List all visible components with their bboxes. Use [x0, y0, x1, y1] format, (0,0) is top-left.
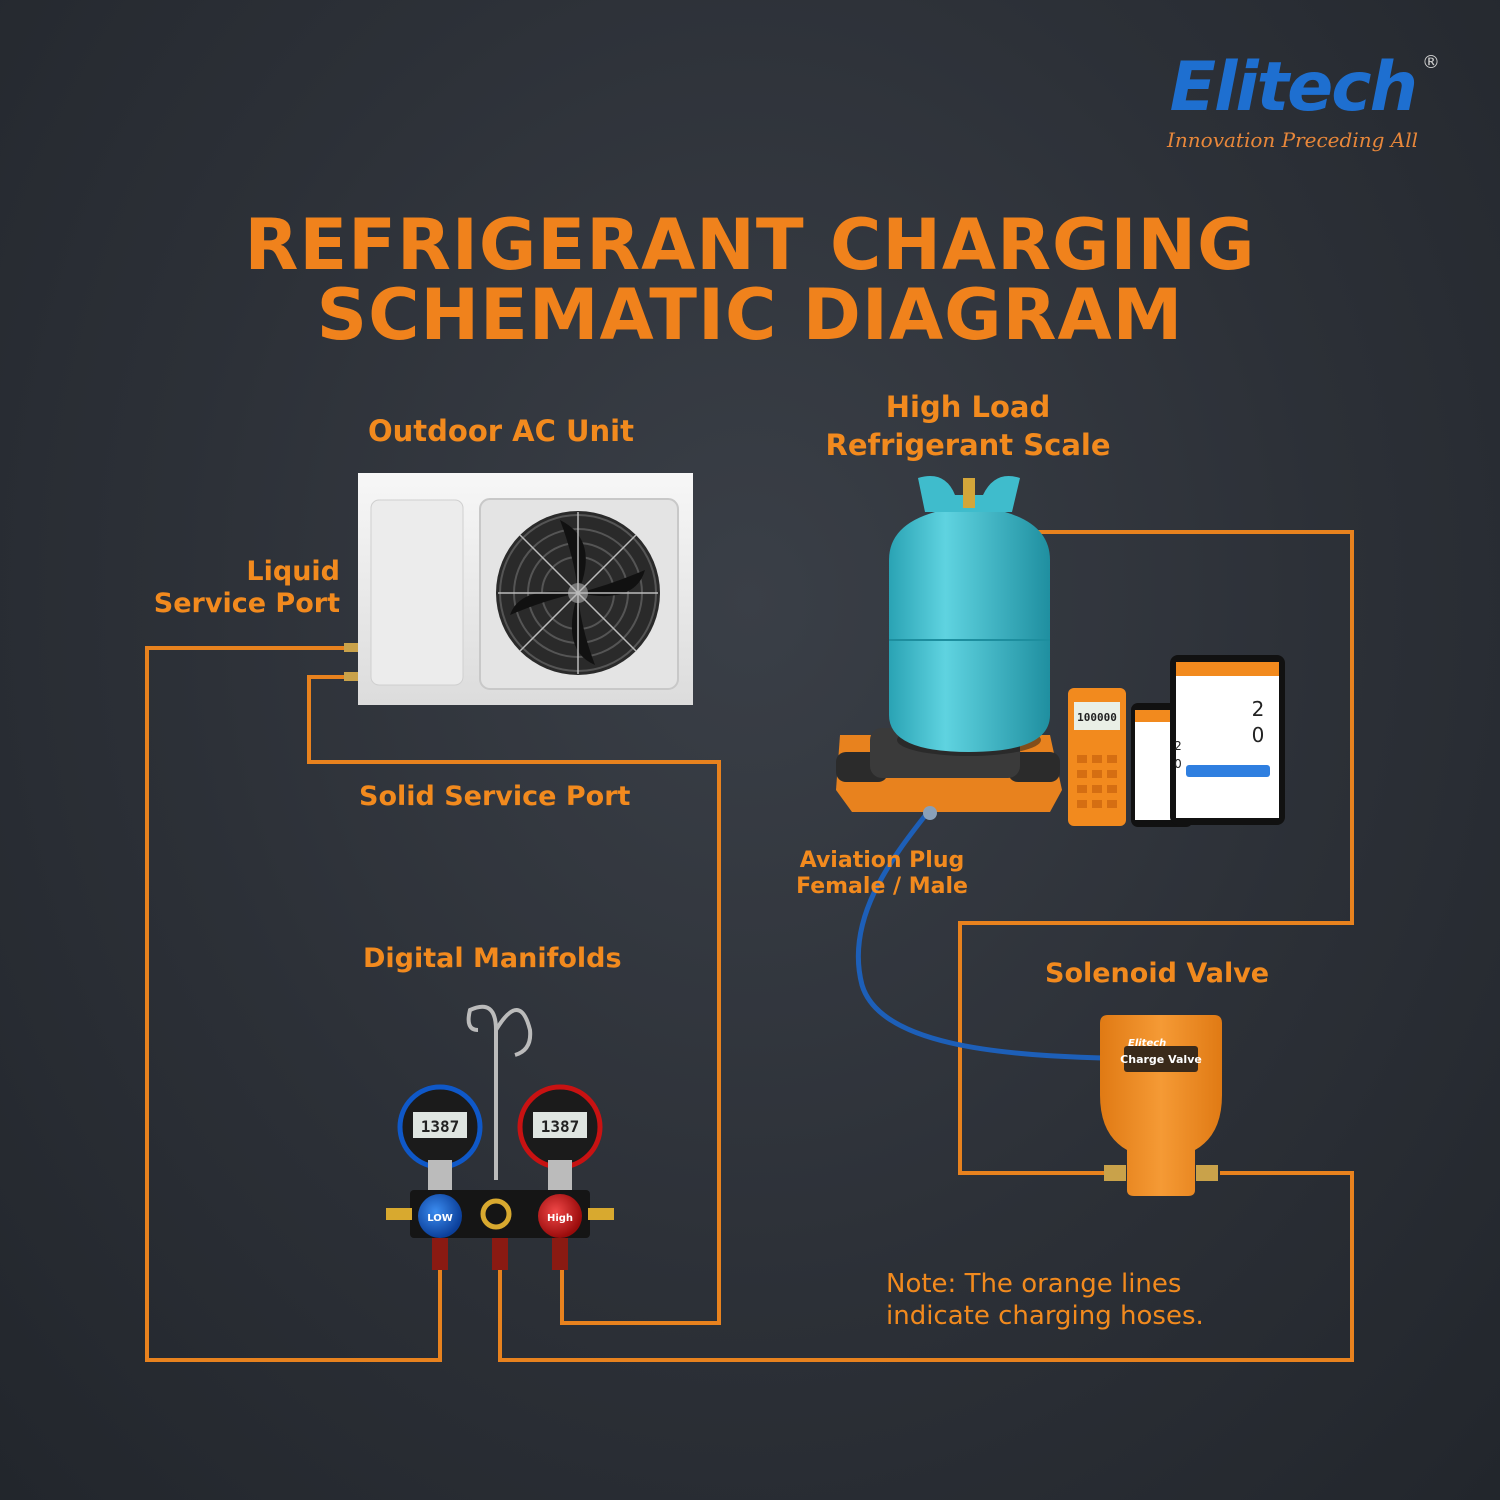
label-aviation-line-1: Aviation Plug: [799, 848, 965, 873]
charging-hoses: [145, 520, 1354, 1362]
high-gauge: [517, 1084, 603, 1190]
hose-solid-port: [307, 675, 721, 1325]
title-line-1: REFRIGERANT CHARGING: [244, 204, 1256, 286]
label-solid-service-port: Solid Service Port: [359, 781, 631, 812]
label-refrigerant-scale: High Load Refrigerant Scale: [798, 388, 1138, 464]
label-solenoid-valve: Solenoid Valve: [1045, 958, 1270, 989]
fan-icon: [496, 511, 660, 675]
page-title: REFRIGERANT CHARGING SCHEMATIC DIAGRAM: [0, 210, 1500, 350]
note-line-2: indicate charging hoses.: [886, 1301, 1204, 1331]
manifold-icon: [386, 1004, 614, 1270]
low-gauge: [397, 1084, 483, 1190]
hose-liquid-port: [145, 646, 442, 1362]
label-scale-line-1: High Load: [885, 390, 1051, 424]
label-scale-line-2: Refrigerant Scale: [825, 428, 1111, 462]
valve-label: Charge Valve: [1120, 1053, 1202, 1066]
label-aviation-plug: Aviation Plug Female / Male: [796, 848, 968, 900]
note-line-1: Note: The orange lines: [886, 1269, 1182, 1299]
label-liquid-line-2: Service Port: [153, 588, 340, 619]
scale-remote-display: [1068, 688, 1126, 826]
tablet-value-2: 0: [1252, 723, 1265, 747]
label-aviation-line-2: Female / Male: [796, 874, 968, 899]
phone-value-2: 0: [1174, 757, 1182, 771]
label-digital-manifolds: Digital Manifolds: [363, 943, 622, 974]
refrigerant-cylinder-icon: [889, 476, 1050, 756]
valve-brand: Elitech: [1128, 1038, 1166, 1049]
scale-display-reading: 100000: [1077, 711, 1117, 724]
tablet-icon: [1170, 655, 1285, 825]
label-liquid-service-port: Liquid Service Port: [140, 556, 340, 620]
brand-tagline: Innovation Preceding All: [1166, 128, 1418, 152]
brand-name: Elitech: [1169, 48, 1418, 127]
hose-center: [498, 1171, 1354, 1362]
solenoid-valve-icon: [1100, 1015, 1222, 1196]
phone-value-1: 2: [1174, 739, 1182, 753]
aviation-cable: [855, 810, 1103, 1061]
note-text: Note: The orange lines indicate charging…: [886, 1268, 1204, 1332]
label-outdoor-unit: Outdoor AC Unit: [368, 414, 634, 448]
ac-unit-icon: [344, 473, 693, 705]
tablet-value-1: 2: [1252, 697, 1265, 721]
label-liquid-line-1: Liquid: [246, 556, 340, 587]
high-gauge-reading: 1387: [541, 1117, 580, 1136]
high-knob-label: High: [547, 1213, 573, 1224]
low-gauge-reading: 1387: [421, 1117, 460, 1136]
low-knob-label: LOW: [427, 1213, 453, 1224]
brand-logo: Elitech ® Innovation Preceding All: [1120, 48, 1460, 168]
registered-mark: ®: [1422, 52, 1440, 73]
title-line-2: SCHEMATIC DIAGRAM: [316, 274, 1184, 356]
